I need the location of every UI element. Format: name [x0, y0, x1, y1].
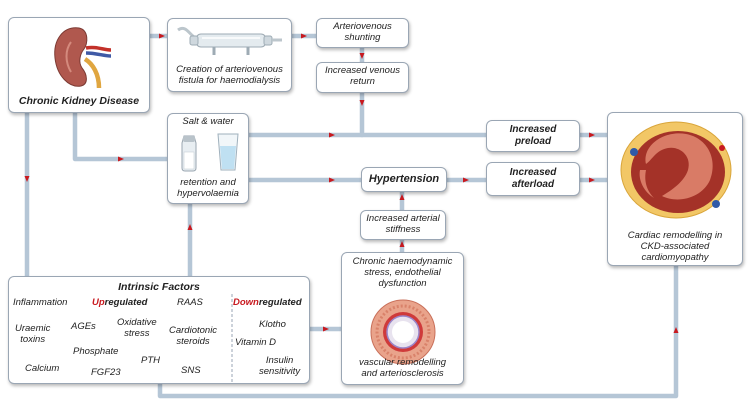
factor-sns: SNS — [181, 365, 201, 376]
vascular-top-line3: dysfunction — [378, 277, 427, 289]
cardiac-remodelling-line1: Cardiac remodelling in — [627, 230, 723, 241]
arteriovenous-shunting-label: Arteriovenous shunting — [317, 21, 408, 44]
arteriovenous-shunting-line1: Arteriovenous — [333, 21, 392, 32]
arteriovenous-shunting-line2: shunting — [344, 31, 381, 43]
cardiac-remodelling-line2: CKD-associated — [640, 240, 710, 252]
increased-afterload-label: Increased afterload — [487, 167, 579, 190]
vascular-top-line1: Chronic haemodynamic — [352, 256, 453, 267]
increased-preload-line2: preload — [514, 135, 552, 147]
intrinsic-factors-node: Intrinsic Factors Inflammation Upregulat… — [8, 276, 310, 384]
salt-water-retention-node: Salt & water retention and hypervolaemia — [167, 113, 249, 204]
cardiac-remodelling-label: Cardiac remodelling in CKD-associated ca… — [608, 230, 742, 264]
av-fistula-node: Creation of arteriovenous fistula for ha… — [167, 18, 292, 92]
factor-oxidative-line1: Oxidative — [117, 317, 157, 328]
factor-insulin-line2: sensitivity — [259, 365, 301, 377]
salt-water-line1: retention and — [180, 177, 236, 188]
factor-oxidative-stress: Oxidative stress — [117, 317, 157, 340]
increased-venous-return-line1: Increased venous — [325, 65, 400, 76]
increased-preload-line1: Increased — [509, 124, 557, 135]
factor-phosphate: Phosphate — [73, 346, 119, 357]
increased-preload-node: Increased preload — [486, 120, 580, 152]
factor-cardiotonic-steroids: Cardiotonic steroids — [169, 325, 218, 348]
factor-pth: PTH — [141, 355, 160, 366]
arterial-stiffness-node: Increased arterial stiffness — [360, 210, 446, 240]
upregulated-heading: Upregulated — [92, 297, 148, 309]
downregulated-heading: Downregulated — [233, 297, 302, 309]
vascular-bottom-line2: and arteriosclerosis — [361, 367, 444, 379]
vascular-remodelling-node: Chronic haemodynamic stress, endothelial… — [341, 252, 464, 385]
increased-afterload-line2: afterload — [511, 178, 555, 190]
factor-fgf23: FGF23 — [91, 367, 121, 378]
salt-water-line2: hypervolaemia — [177, 187, 239, 199]
factor-ages: AGEs — [71, 321, 96, 332]
increased-venous-return-label: Increased venous return — [317, 65, 408, 88]
factor-insulin-sensitivity: Insulin sensitivity — [259, 355, 301, 378]
downregulated-prefix: Down — [233, 297, 259, 308]
increased-afterload-line1: Increased — [509, 167, 557, 178]
ckd-node: Chronic Kidney Disease — [8, 17, 150, 113]
factor-vitamin-d: Vitamin D — [235, 337, 277, 348]
vascular-top-line2: stress, endothelial — [364, 266, 441, 278]
dialysis-fistula-icon — [177, 26, 282, 55]
artery-cross-section-icon — [370, 299, 436, 365]
increased-afterload-node: Increased afterload — [486, 162, 580, 196]
av-fistula-label-line2: fistula for haemodialysis — [178, 74, 281, 86]
vascular-top-label: Chronic haemodynamic stress, endothelial… — [342, 256, 463, 290]
arterial-stiffness-line2: stiffness — [385, 223, 421, 235]
factor-insulin-line1: Insulin — [265, 355, 294, 366]
factor-calcium: Calcium — [25, 363, 60, 374]
salt-water-top-label: Salt & water — [182, 116, 234, 127]
hypertension-label: Hypertension — [368, 173, 440, 185]
arterial-stiffness-line1: Increased arterial — [366, 213, 440, 224]
salt-shaker-icon — [181, 135, 197, 172]
factor-oxidative-line2: stress — [124, 327, 150, 339]
salt-water-label: retention and hypervolaemia — [168, 177, 248, 200]
vascular-bottom-line1: vascular remodelling — [358, 357, 447, 368]
upregulated-suffix: regulated — [104, 297, 148, 308]
arteriovenous-shunting-node: Arteriovenous shunting — [316, 18, 409, 48]
factor-uraemic-toxins: Uraemic toxins — [15, 323, 51, 346]
factor-uraemic-line2: toxins — [20, 333, 46, 345]
cardiac-remodelling-line3: cardiomyopathy — [641, 251, 709, 263]
factor-raas: RAAS — [177, 297, 203, 308]
increased-venous-return-node: Increased venous return — [316, 62, 409, 93]
hypertension-node: Hypertension — [361, 167, 447, 192]
heart-cross-section-icon — [620, 121, 732, 219]
factor-klotho: Klotho — [259, 319, 286, 330]
av-fistula-label-line1: Creation of arteriovenous — [176, 64, 283, 75]
kidney-icon — [54, 27, 112, 89]
vascular-bottom-label: vascular remodelling and arteriosclerosi… — [342, 357, 463, 380]
upregulated-prefix: Up — [92, 297, 105, 308]
factor-inflammation: Inflammation — [13, 297, 68, 308]
cardiac-remodelling-node: Cardiac remodelling in CKD-associated ca… — [607, 112, 743, 266]
factor-cardiotonic-line2: steroids — [176, 335, 210, 347]
increased-venous-return-line2: return — [350, 75, 375, 87]
factor-cardiotonic-line1: Cardiotonic — [169, 325, 218, 336]
water-glass-icon — [217, 133, 239, 171]
downregulated-suffix: regulated — [258, 297, 302, 308]
ckd-label: Chronic Kidney Disease — [18, 95, 140, 107]
intrinsic-factors-title: Intrinsic Factors — [118, 281, 200, 293]
factor-uraemic-line1: Uraemic — [15, 323, 51, 334]
av-fistula-label: Creation of arteriovenous fistula for ha… — [168, 64, 291, 87]
increased-preload-label: Increased preload — [487, 124, 579, 147]
arterial-stiffness-label: Increased arterial stiffness — [361, 213, 445, 236]
